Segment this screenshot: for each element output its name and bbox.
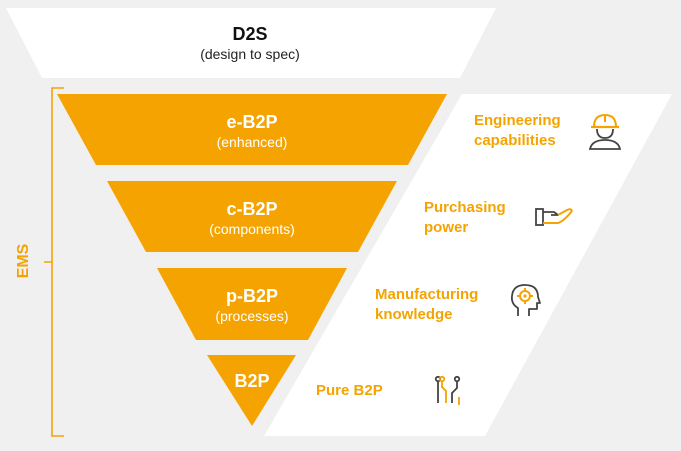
engineer-helmet-icon [588,113,622,150]
tier-1-shape [57,94,447,165]
tier-2-label: c-B2P (components) [152,199,352,238]
tier-2-subtitle: (components) [209,221,295,237]
tier-4-shape [207,355,296,426]
capability-manufacturing: Manufacturing knowledge [375,286,479,323]
tier-4-title: B2P [234,371,270,391]
tier-1-label: e-B2P (enhanced) [152,112,352,151]
tier-3-subtitle: (processes) [215,308,289,324]
capability-engineering: Engineering capabilities [474,112,561,149]
d2s-subtitle: (design to spec) [200,46,300,62]
circuit-icon [434,375,461,405]
d2s-title: D2S [232,24,268,44]
d2s-label: D2S (design to spec) [150,24,350,63]
tier-3-label: p-B2P (processes) [152,286,352,325]
capability-purchasing: Purchasing power [424,199,506,236]
ems-bracket [44,87,64,437]
tier-1-subtitle: (enhanced) [216,134,288,150]
head-gear-icon [510,284,541,316]
ems-label: EMS [15,243,32,279]
d2s-band [6,8,496,78]
capability-panel [264,94,672,436]
tier-2-shape [107,181,397,252]
tier-3-title: p-B2P [225,286,278,306]
hand-giving-icon [535,208,573,226]
capability-pure-b2p: Pure B2P [316,382,383,399]
tier-1-title: e-B2P [226,112,278,132]
tier-3-shape [157,268,347,340]
tier-4-label: B2P [202,371,302,392]
tier-2-title: c-B2P [226,199,278,219]
